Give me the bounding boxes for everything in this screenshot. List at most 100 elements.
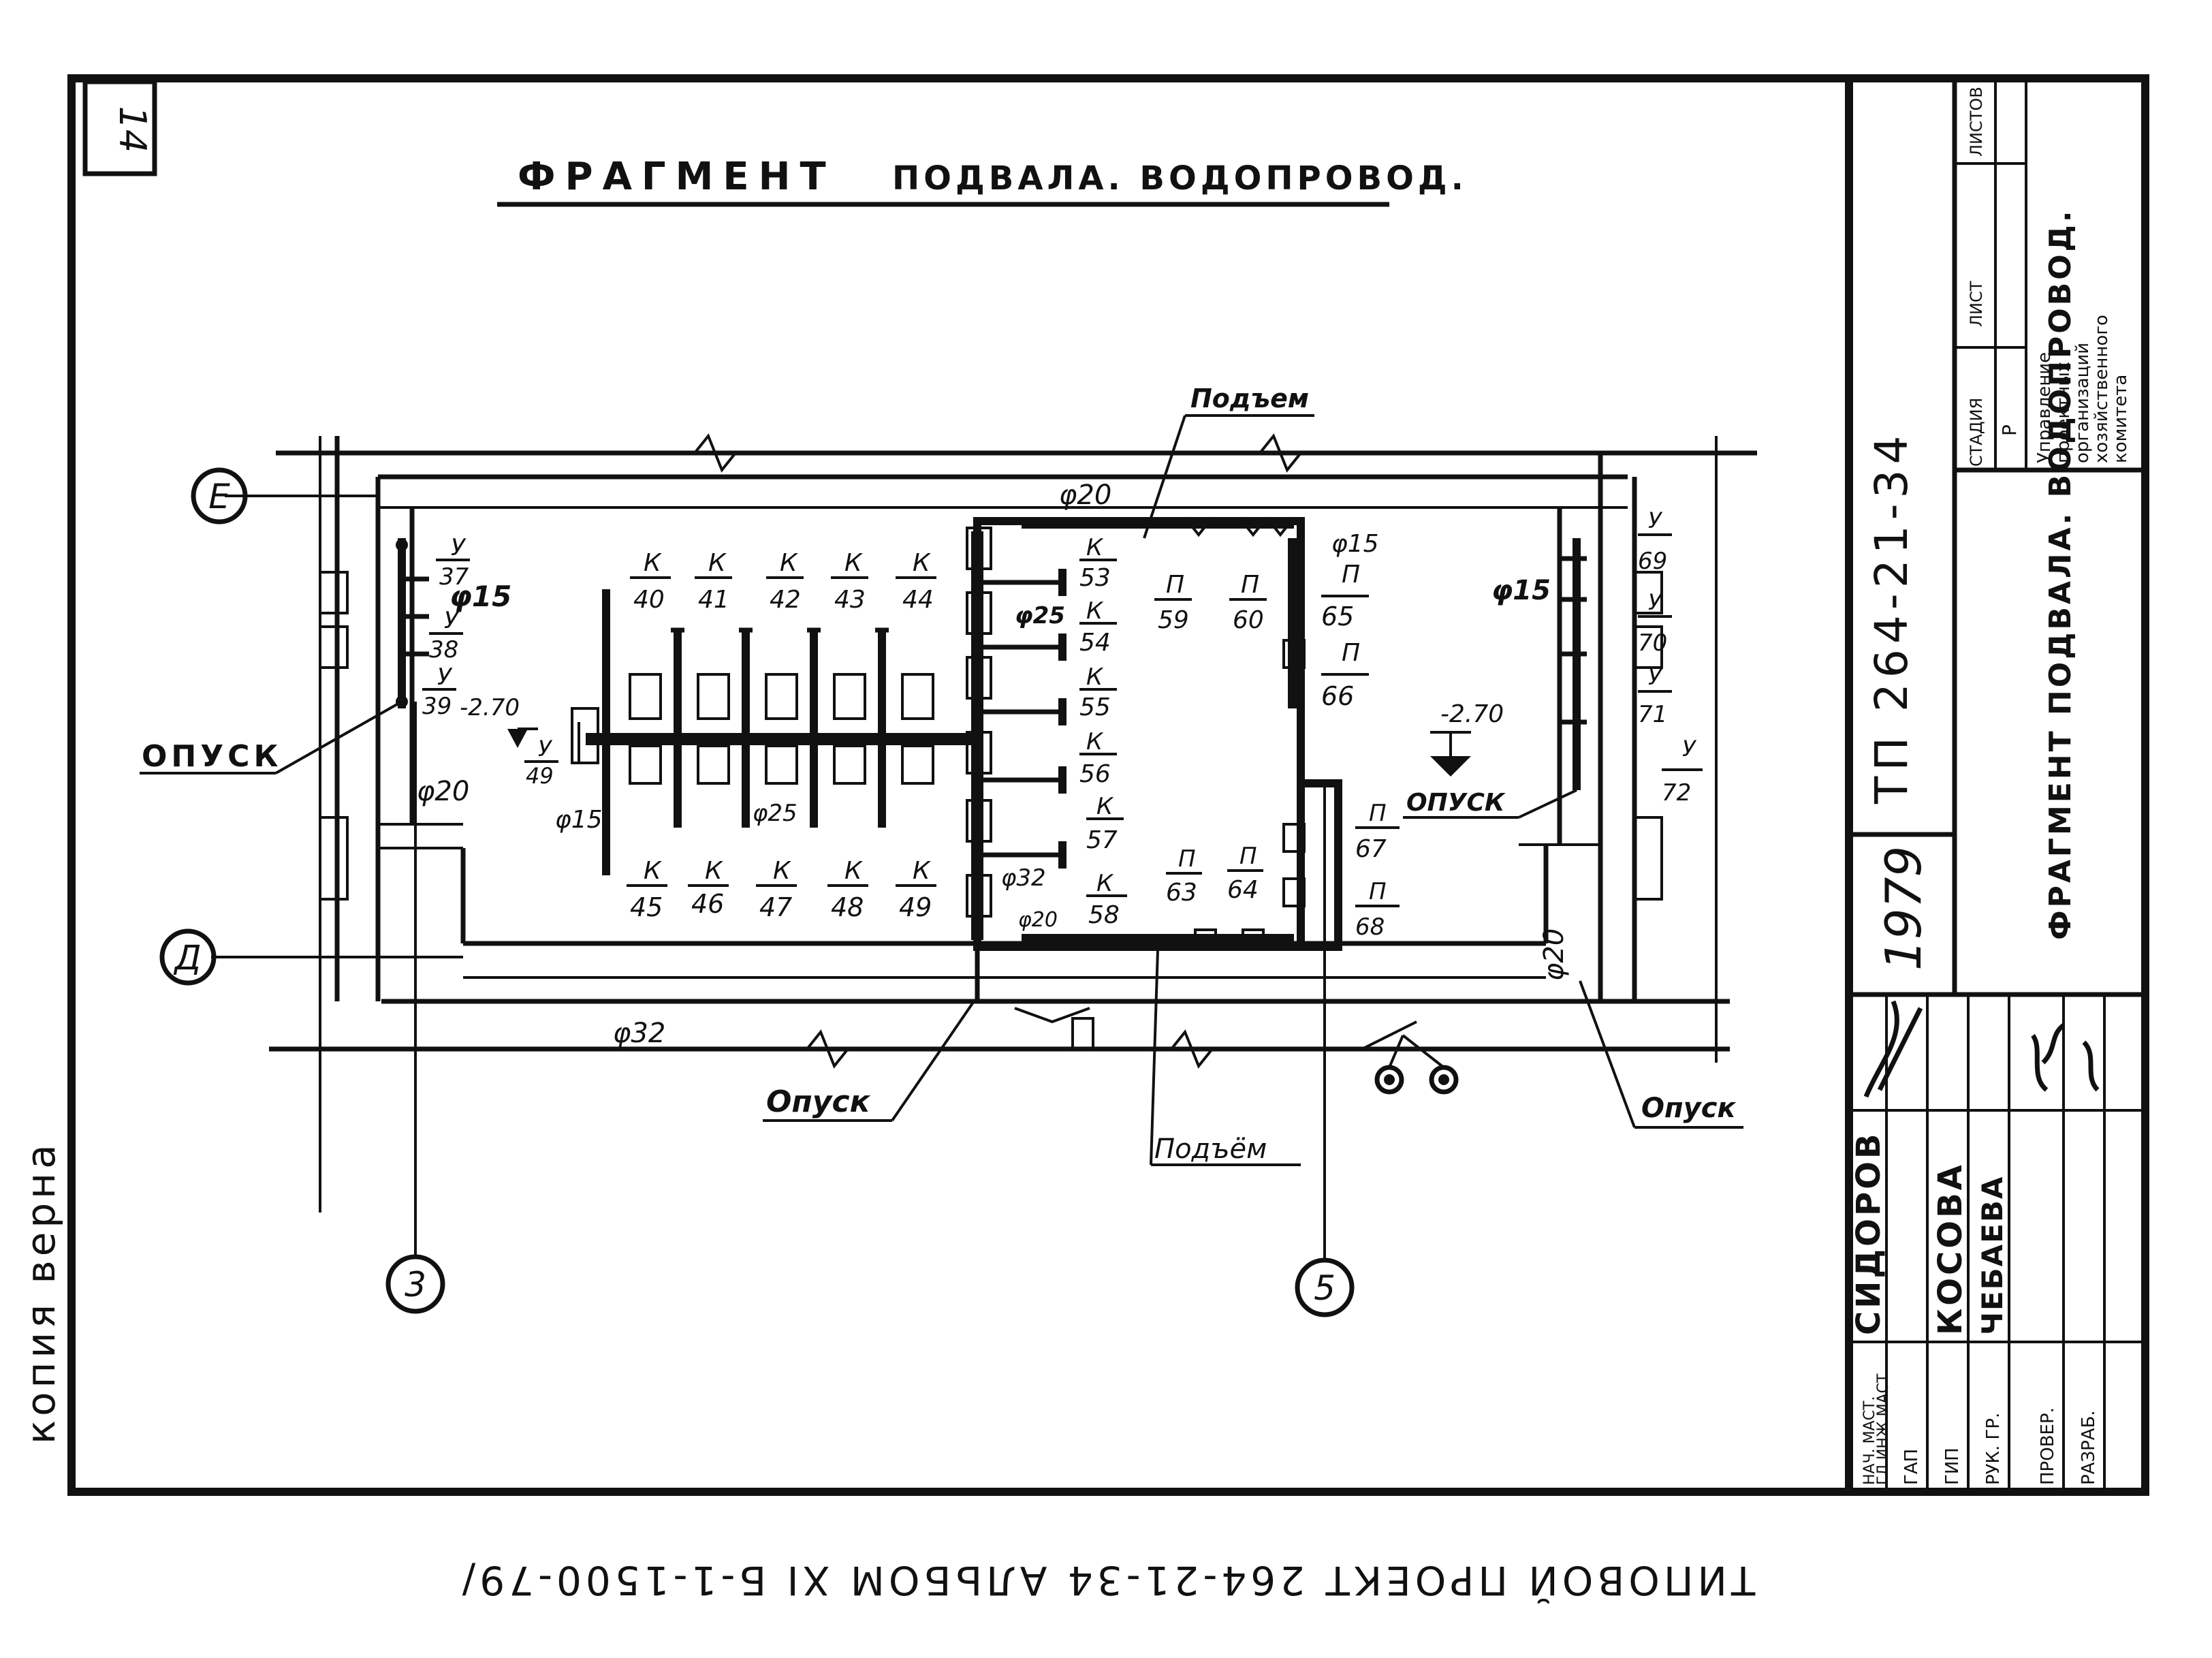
label-podem-top: Подъем	[1190, 384, 1309, 413]
label-d15-right: φ15	[1491, 575, 1551, 606]
label-d15-right-room: φ15	[1331, 530, 1379, 558]
axis-label-5: 5	[1314, 1268, 1336, 1308]
fixture-letter: П	[1241, 571, 1259, 599]
label-opusk-right-mid: ОПУСК	[1406, 789, 1506, 817]
side-note: копия верна	[18, 1140, 64, 1444]
stamp-role: РУК. ГР.	[1983, 1413, 2004, 1485]
stamp-role: ГИП	[1942, 1448, 1963, 1485]
fixture-letter: К	[708, 549, 727, 577]
fixture-number: 56	[1079, 760, 1111, 788]
stamp-code: ТП 264-21-34	[1865, 431, 1918, 805]
fixture-number: 58	[1088, 901, 1120, 929]
fixture-letter: П	[1369, 878, 1387, 905]
fixture-letter: К	[644, 857, 662, 885]
building-walls	[269, 433, 1757, 1213]
label-level-left: -2.70	[460, 694, 520, 721]
axis-bubble-5	[1295, 1257, 1355, 1317]
label-d20-top: φ20	[1059, 480, 1111, 511]
label-d20-left: φ20	[417, 776, 469, 807]
label-d25-room: φ25	[1015, 602, 1065, 629]
stamp-drawing-title: ФРАГМЕНТ ПОДВАЛА. ВОДОПРОВОД.	[2043, 208, 2078, 940]
stamp-org-line: организаций	[2072, 343, 2093, 463]
label-d32-room: φ32	[1001, 864, 1046, 892]
fixture-letter: У	[538, 736, 553, 762]
fixture-letter: У	[1648, 507, 1663, 533]
label-level-right: -2.70	[1440, 700, 1504, 728]
fixture-letter: К	[773, 857, 791, 885]
fixture-letter: К	[1086, 534, 1104, 561]
fixture-number: 66	[1321, 681, 1354, 711]
fixture-number: 49	[899, 892, 932, 922]
fixture-letter: П	[1178, 845, 1196, 873]
label-d15-left2: φ15	[555, 806, 603, 834]
fixture-letter: К	[1096, 870, 1114, 897]
fixture-letter: К	[913, 857, 931, 885]
sheet-number-box	[82, 79, 157, 176]
fixture-number: 37	[439, 563, 469, 591]
axis-label-e: Е	[208, 477, 230, 516]
stamp-org-line: комитета	[2111, 375, 2131, 463]
fixture-letter: У	[451, 534, 467, 561]
axis-label-d: Д	[173, 938, 201, 977]
stamp-name: ЧЕБАЕВА	[1976, 1176, 2009, 1335]
stamp-header-sheet: ЛИСТ	[1967, 281, 1986, 327]
stamp-org-line: Управление	[2034, 352, 2055, 463]
fixture-letter: К	[1086, 728, 1104, 755]
fixture-number: 44	[902, 586, 934, 614]
fixture-labels: У 37 У 38 У 39 У 49 К 40 К 41 К 42 К 43 …	[422, 507, 1703, 941]
fixture-letter: К	[913, 549, 931, 577]
fixture-letter: У	[1648, 589, 1663, 615]
fixture-letter: П	[1369, 800, 1387, 827]
title-main: ФРАГМЕНТ	[518, 155, 836, 199]
fixture-number: 72	[1662, 779, 1691, 807]
wash-basins	[571, 627, 934, 828]
stamp-name: КОСОВА	[1931, 1162, 1970, 1335]
stamp-role: РАЗРАБ.	[2079, 1410, 2099, 1485]
stamp-role: ГАП	[1901, 1449, 1922, 1485]
title-rest: ПОДВАЛА. ВОДОПРОВОД.	[892, 159, 1468, 198]
fixture-letter: К	[1096, 793, 1114, 820]
leader-lines	[140, 414, 1743, 1166]
label-opusk-left: ОПУСК	[142, 739, 282, 774]
fixture-number: 43	[834, 586, 866, 614]
fixture-number: 55	[1079, 693, 1111, 721]
label-d25-mid: φ25	[753, 800, 797, 827]
fixture-number: 38	[429, 636, 458, 663]
fixture-number: 41	[698, 586, 729, 614]
fixture-number: 64	[1227, 876, 1259, 904]
fixture-number: 57	[1086, 826, 1118, 854]
level-marks	[507, 728, 1471, 777]
fixture-number: 71	[1638, 701, 1667, 728]
fixture-letter: У	[437, 663, 453, 691]
stamp-header-sheets: ЛИСТОВ	[1967, 87, 1986, 157]
fixture-number: 54	[1079, 629, 1111, 657]
sheet-number: 14	[111, 106, 154, 153]
fixture-number: 39	[422, 693, 452, 720]
fixture-number: 48	[831, 892, 864, 922]
axis-bubble-3	[385, 1254, 445, 1314]
fixture-number: 69	[1638, 548, 1667, 575]
fixture-number: 45	[630, 892, 663, 922]
stamp-name: СИДОРОВ	[1850, 1131, 1888, 1335]
fixture-letter: К	[1086, 597, 1104, 625]
fixture-number: 49	[526, 763, 554, 789]
label-d15-left: φ15	[449, 580, 511, 613]
label-d20-right: φ20	[1538, 928, 1570, 981]
signature	[1863, 1000, 2100, 1098]
fixture-number: 67	[1355, 835, 1387, 863]
fixture-letter: К	[844, 857, 863, 885]
stamp-role: ГЛ.ИНЖ.МАСТ.	[1875, 1369, 1892, 1485]
fixture-letter: К	[644, 549, 662, 577]
label-opusk-bottom: Опуск	[766, 1084, 871, 1119]
fixture-number: 53	[1079, 564, 1111, 592]
water-piping	[396, 520, 1587, 1095]
fixture-letter: У	[1682, 736, 1697, 762]
fixture-letter: П	[1342, 639, 1360, 667]
fixture-letter: П	[1166, 571, 1184, 599]
title-block	[1845, 82, 2145, 1492]
room-fixtures	[966, 527, 1306, 945]
stamp-role: НАЧ. МАСТ.	[1861, 1396, 1878, 1486]
fixture-number: 42	[770, 586, 801, 614]
stamp-stage-value: Р	[1998, 424, 2021, 436]
